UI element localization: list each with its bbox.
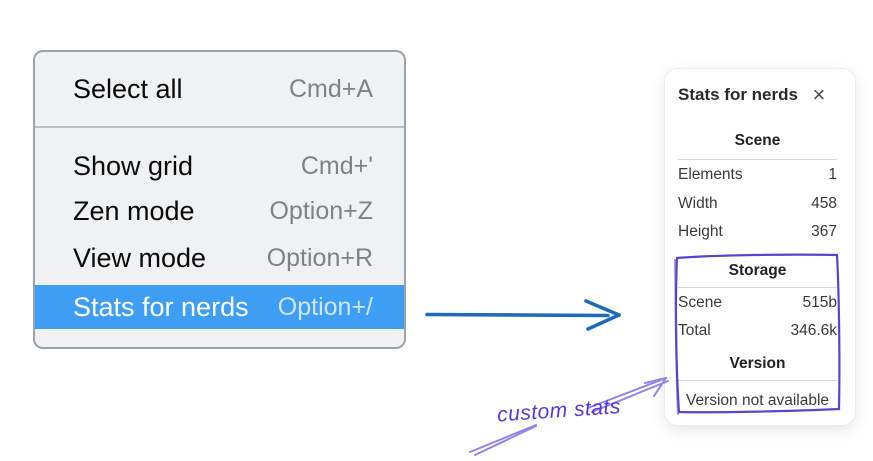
- close-icon[interactable]: ×: [812, 82, 826, 107]
- stat-value: 346.6k: [790, 322, 837, 340]
- section-divider: [678, 286, 837, 288]
- stat-label: Total: [678, 322, 711, 340]
- section-divider: [678, 379, 837, 381]
- annotation-label: custom stats: [496, 394, 622, 427]
- stat-row-elements: Elements 1: [678, 161, 837, 190]
- section-header-storage: Storage: [728, 261, 787, 279]
- annotation-arrow-icon: [587, 377, 669, 413]
- stat-label: Height: [678, 223, 723, 241]
- stat-row-width: Width 458: [678, 190, 837, 219]
- stats-panel: Stats for nerds × Scene Elements 1 Width…: [664, 68, 856, 426]
- stat-row-scene-size: Scene 515b: [678, 289, 837, 318]
- menu-separator: [35, 126, 404, 128]
- section-header-scene: Scene: [734, 132, 781, 149]
- menu-item-label: Zen mode: [73, 196, 195, 226]
- stat-label: Elements: [678, 166, 743, 184]
- stat-label: Scene: [678, 293, 722, 311]
- menu-item-view-mode[interactable]: View mode Option+R: [35, 234, 404, 282]
- stat-row-total-size: Total 346.6k: [678, 317, 837, 346]
- version-note: Version not available: [685, 391, 830, 409]
- menu-item-select-all[interactable]: Select all Cmd+A: [35, 52, 404, 126]
- context-menu: Select all Cmd+A Show grid Cmd+' Zen mod…: [33, 50, 406, 349]
- menu-item-zen-mode[interactable]: Zen mode Option+Z: [35, 189, 404, 234]
- section-divider: [678, 159, 837, 160]
- stat-value: 515b: [802, 293, 837, 311]
- menu-item-label: Select all: [73, 73, 183, 104]
- annotation-stroke-icon: [469, 424, 537, 456]
- stat-value: 367: [811, 223, 837, 241]
- shortcut-label: Option+R: [266, 243, 373, 272]
- panel-title: Stats for nerds: [678, 85, 798, 104]
- annotation-box: [673, 253, 841, 416]
- menu-item-label: Stats for nerds: [73, 291, 249, 322]
- shortcut-label: Option+/: [277, 292, 373, 321]
- section-header-version: Version: [729, 354, 786, 372]
- stat-row-height: Height 367: [678, 218, 837, 247]
- menu-item-show-grid[interactable]: Show grid Cmd+': [35, 144, 404, 189]
- stat-value: 1: [828, 166, 837, 184]
- stat-value: 458: [811, 194, 837, 212]
- menu-item-stats-for-nerds[interactable]: Stats for nerds Option+/: [35, 285, 404, 329]
- stat-label: Width: [678, 194, 718, 212]
- shortcut-label: Option+Z: [269, 197, 373, 225]
- shortcut-label: Cmd+A: [288, 74, 373, 103]
- pointer-arrow-icon: [425, 299, 621, 331]
- menu-item-label: View mode: [73, 242, 207, 273]
- shortcut-label: Cmd+': [300, 152, 373, 180]
- menu-item-label: Show grid: [73, 151, 194, 181]
